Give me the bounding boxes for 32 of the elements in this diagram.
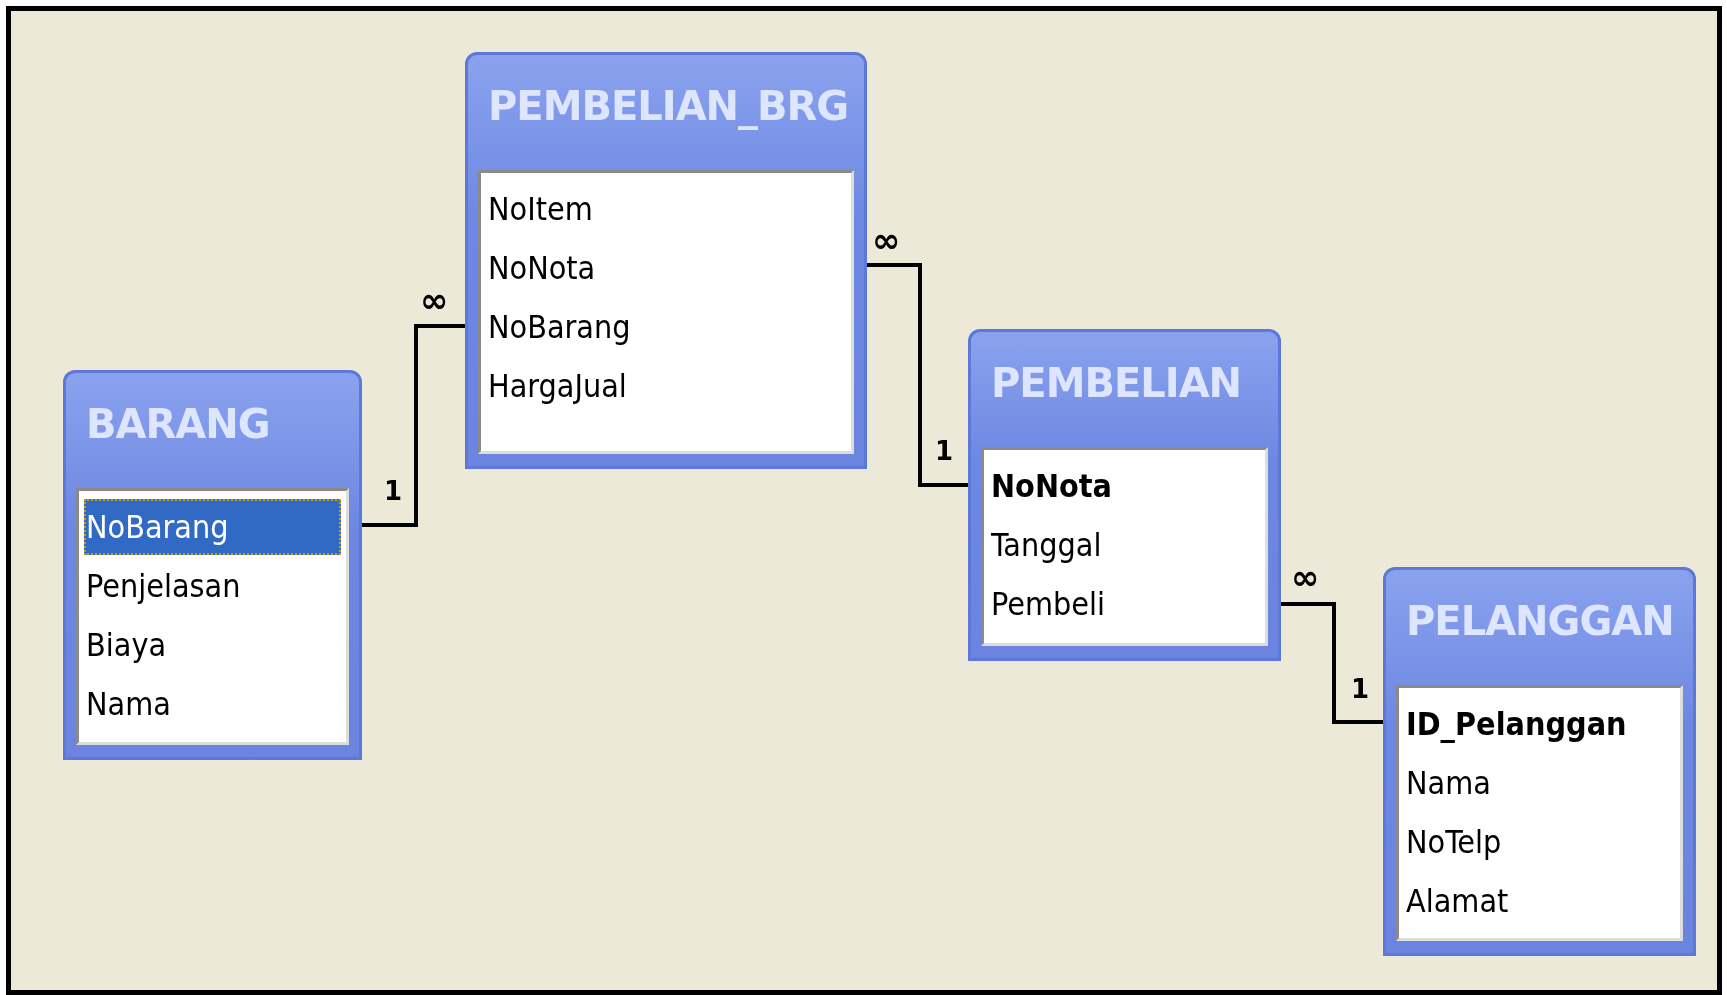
field-name: Pembeli bbox=[989, 576, 1260, 632]
table-title: PELANGGAN bbox=[1406, 598, 1674, 644]
key-field: ID_Pelanggan bbox=[1404, 696, 1675, 752]
field-name: HargaJual bbox=[486, 358, 846, 414]
relationship-line bbox=[1281, 602, 1383, 724]
field-name: NoBarang bbox=[486, 299, 846, 355]
field-name: Alamat bbox=[1404, 873, 1675, 929]
cardinality-label: 1 bbox=[935, 438, 954, 464]
relationship-line bbox=[867, 263, 968, 487]
table-box bbox=[63, 370, 362, 760]
cardinality-label: ∞ bbox=[1291, 560, 1320, 594]
cardinality-label: 1 bbox=[384, 478, 403, 504]
field-name: Penjelasan bbox=[84, 558, 341, 614]
table-box bbox=[465, 52, 867, 469]
table-title: PEMBELIAN bbox=[991, 360, 1242, 406]
selected-field-row: NoBarang bbox=[84, 499, 341, 555]
cardinality-label: 1 bbox=[1351, 676, 1370, 702]
cardinality-label: ∞ bbox=[420, 283, 449, 317]
field-name: NoTelp bbox=[1404, 814, 1675, 870]
cardinality-label: ∞ bbox=[872, 223, 901, 257]
field-name: NoItem bbox=[486, 181, 846, 237]
field-name: Tanggal bbox=[989, 517, 1260, 573]
field-name: Nama bbox=[1404, 755, 1675, 811]
table-title: PEMBELIAN_BRG bbox=[488, 83, 849, 129]
field-name: Nama bbox=[84, 676, 341, 732]
table-title: BARANG bbox=[86, 401, 270, 447]
relationship-line bbox=[362, 324, 465, 527]
field-name: Biaya bbox=[84, 617, 341, 673]
table-box bbox=[968, 329, 1281, 661]
field-name: NoNota bbox=[486, 240, 846, 296]
key-field: NoNota bbox=[989, 458, 1260, 514]
table-box bbox=[1383, 567, 1696, 956]
